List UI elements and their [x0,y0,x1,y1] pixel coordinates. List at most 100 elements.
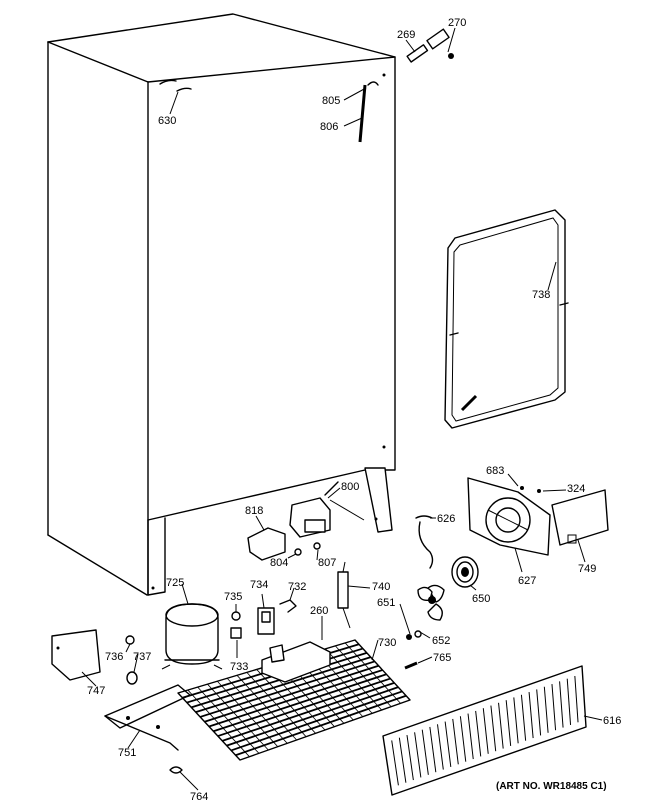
leader-lines [81,27,603,791]
refrigerator-cabinet [47,13,396,596]
coil-line [459,716,467,762]
coil-line [520,694,527,741]
coil-line [559,681,564,728]
coil-line [256,669,316,734]
label-626: 626 [437,513,455,525]
part-260-tab [269,644,285,663]
coil-line [536,689,542,736]
part-labels: 269 270 805 806 630 738 800 818 804 807 … [87,17,621,803]
label-627: 627 [518,575,536,587]
label-650: 650 [472,593,490,605]
grille-616 [382,665,587,796]
label-734: 734 [250,579,268,591]
coil-line [398,737,407,783]
label-732: 732 [288,581,306,593]
bracket-747 [51,629,101,681]
label-805: 805 [322,95,340,107]
coil-line [429,726,437,773]
label-747: 747 [87,685,105,697]
coil-line [505,700,512,746]
label-740: 740 [372,581,390,593]
bracket-818 [247,527,286,561]
label-818: 818 [245,505,263,517]
part-630 [159,79,192,92]
label-764: 764 [190,791,208,803]
part-733 [230,627,242,639]
coil-line [197,686,260,754]
coil-line [436,724,444,770]
label-270: 270 [448,17,466,29]
coil-line [452,718,459,765]
coil-line [344,642,401,704]
part-732 [279,599,297,613]
art-number: (ART NO. WR18485 C1) [496,781,607,792]
grille-vents [391,675,579,786]
panel-749 [551,489,609,546]
label-733: 733 [230,661,248,673]
clip-735 [231,611,241,621]
label-651: 651 [377,597,395,609]
label-652: 652 [432,635,450,647]
compressor-725 [161,603,223,670]
coil-line [187,689,250,757]
label-730: 730 [378,637,396,649]
harness-626 [415,515,434,569]
clip-764 [169,766,183,774]
label-737: 737 [133,651,151,663]
label-738: 738 [532,289,550,301]
label-630: 630 [158,115,176,127]
coil-line [498,702,504,749]
fan-blade-652 [406,584,445,640]
coil-line [490,705,497,752]
label-736: 736 [105,651,123,663]
coil-line [246,672,307,737]
coil-line [551,684,557,731]
clip-765 [404,661,418,670]
gasket-738 [444,209,569,429]
label-807: 807 [318,557,336,569]
label-804: 804 [270,557,288,569]
label-735: 735 [224,591,242,603]
part-260 [261,641,331,683]
label-324: 324 [567,483,585,495]
label-683: 683 [486,465,504,477]
coil-line [414,732,422,778]
water-valve-800 [289,481,365,550]
coil-line [475,710,482,757]
coil-line [236,675,297,741]
coil-line [467,713,474,760]
coil-line [217,680,279,747]
coil-line [325,648,382,711]
base-tray-751 [104,684,191,751]
coil-line [391,740,399,786]
coil-line [566,678,572,725]
label-765: 765 [433,652,451,664]
screw-324 [537,489,541,493]
fan-shroud-627 [467,477,551,556]
relay-734 [257,607,275,635]
label-751: 751 [118,747,136,759]
coil-line [421,729,429,775]
label-725: 725 [166,577,184,589]
label-749: 749 [578,563,596,575]
screw-804 [294,548,302,556]
coil-line [406,734,414,781]
label-800: 800 [341,481,359,493]
label-260: 260 [310,605,328,617]
coil-line [528,692,534,739]
coil-line [226,678,288,744]
coil-line [335,645,392,707]
coil-line [543,686,549,733]
label-806: 806 [320,121,338,133]
fan-motor-650 [451,556,479,588]
dryer-740 [337,561,351,629]
grommet-737 [126,671,138,685]
coil-line [513,697,519,744]
label-269: 269 [397,29,415,41]
coil-line [444,721,452,767]
part-269-270 [406,28,454,63]
grommet-736 [125,635,135,645]
coil-line [482,708,489,754]
label-616: 616 [603,715,621,727]
